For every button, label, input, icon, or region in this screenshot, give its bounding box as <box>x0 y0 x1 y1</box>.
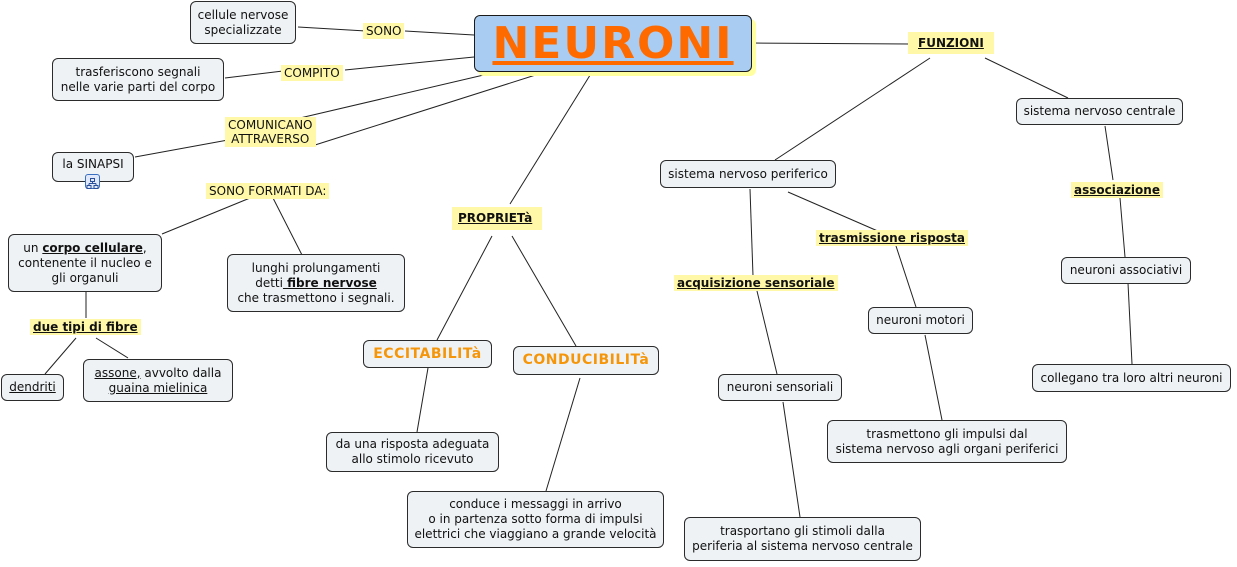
label-proprieta[interactable]: PROPRIETà <box>452 207 543 230</box>
node-sinapsi-text: la SINAPSI <box>62 157 124 171</box>
node-trasportano-line1: trasportano gli stimoli dalla <box>720 524 885 538</box>
label-associazione[interactable]: associazione <box>1071 182 1163 198</box>
label-due-tipi-di-fibre[interactable]: due tipi di fibre <box>30 319 141 335</box>
label-comunicano-line1: COMUNICANO <box>228 118 313 132</box>
node-assone-line1: assone, avvolto dalla <box>95 366 222 381</box>
label-sono-formati-da[interactable]: SONO FORMATI DA: <box>206 183 330 199</box>
node-conduce-line1: conduce i messaggi in arrivo <box>449 497 622 511</box>
node-neuroni-motori[interactable]: neuroni motori <box>868 307 973 334</box>
node-conducibilita-text: CONDUCIBILITà <box>522 352 650 368</box>
node-motori-text: neuroni motori <box>876 313 965 327</box>
node-lunghi-prolungamenti[interactable]: lunghi prolungamenti detti fibre nervose… <box>227 254 405 312</box>
node-cellule-line1: cellule nervose <box>197 7 289 22</box>
node-trasmettono-impulsi[interactable]: trasmettono gli impulsi dal sistema nerv… <box>827 420 1067 463</box>
node-risposta-line1: da una risposta adeguata <box>335 437 490 451</box>
map-link-icon-graphic <box>86 178 99 189</box>
node-assone-word: assone, <box>94 365 141 380</box>
node-assone-line2: guaina mielinica <box>108 380 208 395</box>
node-trasportano-stimoli[interactable]: trasportano gli stimoli dalla periferia … <box>684 517 921 561</box>
node-corpo-post: , <box>142 240 147 255</box>
node-sensoriali-text: neuroni sensoriali <box>726 380 834 394</box>
node-prolung-line2: detti fibre nervose <box>255 276 377 291</box>
node-risposta-adeguata[interactable]: da una risposta adeguata allo stimolo ri… <box>326 432 499 472</box>
node-neuroni-associativi[interactable]: neuroni associativi <box>1061 257 1191 284</box>
label-comunicano-attraverso[interactable]: COMUNICANO ATTRAVERSO <box>225 117 316 147</box>
label-trasmissione-risposta[interactable]: trasmissione risposta <box>816 230 968 246</box>
node-corpo-line3: gli organuli <box>51 270 119 285</box>
node-trasmettono-line1: trasmettono gli impulsi dal <box>866 426 1028 441</box>
node-trasferiscono-line1: trasferiscono segnali <box>75 64 201 79</box>
node-conduce-messaggi[interactable]: conduce i messaggi in arrivo o in parten… <box>407 491 664 548</box>
label-funzioni[interactable]: FUNZIONI <box>908 32 994 54</box>
node-assone-rest: avvolto dalla <box>140 365 222 380</box>
node-cellule-nervose[interactable]: cellule nervose specializzate <box>190 1 296 44</box>
node-dendriti[interactable]: dendriti <box>1 374 64 401</box>
node-conduce-line2: o in partenza sotto forma di impulsi <box>428 512 643 526</box>
node-snc-text: sistema nervoso centrale <box>1023 104 1176 118</box>
node-corpo-pre: un <box>23 240 43 255</box>
node-eccitabilita[interactable]: ECCITABILITà <box>363 340 492 368</box>
node-risposta-line2: allo stimolo ricevuto <box>351 452 474 466</box>
node-trasmettono-line2: sistema nervoso agli organi periferici <box>835 441 1059 456</box>
node-dendriti-text: dendriti <box>9 380 56 394</box>
node-trasportano-line2: periferia al sistema nervoso centrale <box>692 539 913 553</box>
node-prolung-line1: lunghi prolungamenti <box>251 260 381 275</box>
node-conducibilita[interactable]: CONDUCIBILITà <box>513 346 659 375</box>
node-eccitabilita-text: ECCITABILITà <box>373 345 482 362</box>
node-sistema-nervoso-centrale[interactable]: sistema nervoso centrale <box>1016 98 1183 125</box>
node-corpo-line2: contenente il nucleo e <box>18 255 152 270</box>
node-assone[interactable]: assone, avvolto dalla guaina mielinica <box>83 359 233 402</box>
node-corpo-line1: un corpo cellulare, <box>23 241 146 256</box>
node-corpo-bold: corpo cellulare <box>42 240 143 255</box>
node-sistema-nervoso-periferico[interactable]: sistema nervoso periferico <box>660 160 836 188</box>
central-topic-neuroni[interactable]: NEURONI <box>474 15 752 72</box>
node-cellule-line2: specializzate <box>204 22 282 37</box>
label-comunicano-line2: ATTRAVERSO <box>231 132 310 146</box>
node-collegano-text: collegano tra loro altri neuroni <box>1040 370 1223 385</box>
map-link-icon[interactable] <box>85 174 100 189</box>
node-collegano-neuroni[interactable]: collegano tra loro altri neuroni <box>1032 364 1231 392</box>
node-trasferiscono-segnali[interactable]: trasferiscono segnali nelle varie parti … <box>52 58 224 101</box>
node-snp-text: sistema nervoso periferico <box>668 166 828 181</box>
node-prolung-detti: detti <box>255 275 283 290</box>
node-prolung-line3: che trasmettono i segnali. <box>237 290 395 305</box>
label-sono[interactable]: SONO <box>363 23 405 39</box>
node-conduce-line3: elettrici che viaggiano a grande velocit… <box>414 527 657 541</box>
node-neuroni-sensoriali[interactable]: neuroni sensoriali <box>718 374 842 401</box>
node-associativi-text: neuroni associativi <box>1069 263 1183 277</box>
label-acquisizione-sensoriale[interactable]: acquisizione sensoriale <box>674 275 838 291</box>
node-corpo-cellulare[interactable]: un corpo cellulare, contenente il nucleo… <box>8 234 162 292</box>
node-prolung-fibre-nervose: fibre nervose <box>282 275 377 290</box>
node-trasferiscono-line2: nelle varie parti del corpo <box>60 79 216 94</box>
label-compito[interactable]: COMPITO <box>281 65 343 81</box>
